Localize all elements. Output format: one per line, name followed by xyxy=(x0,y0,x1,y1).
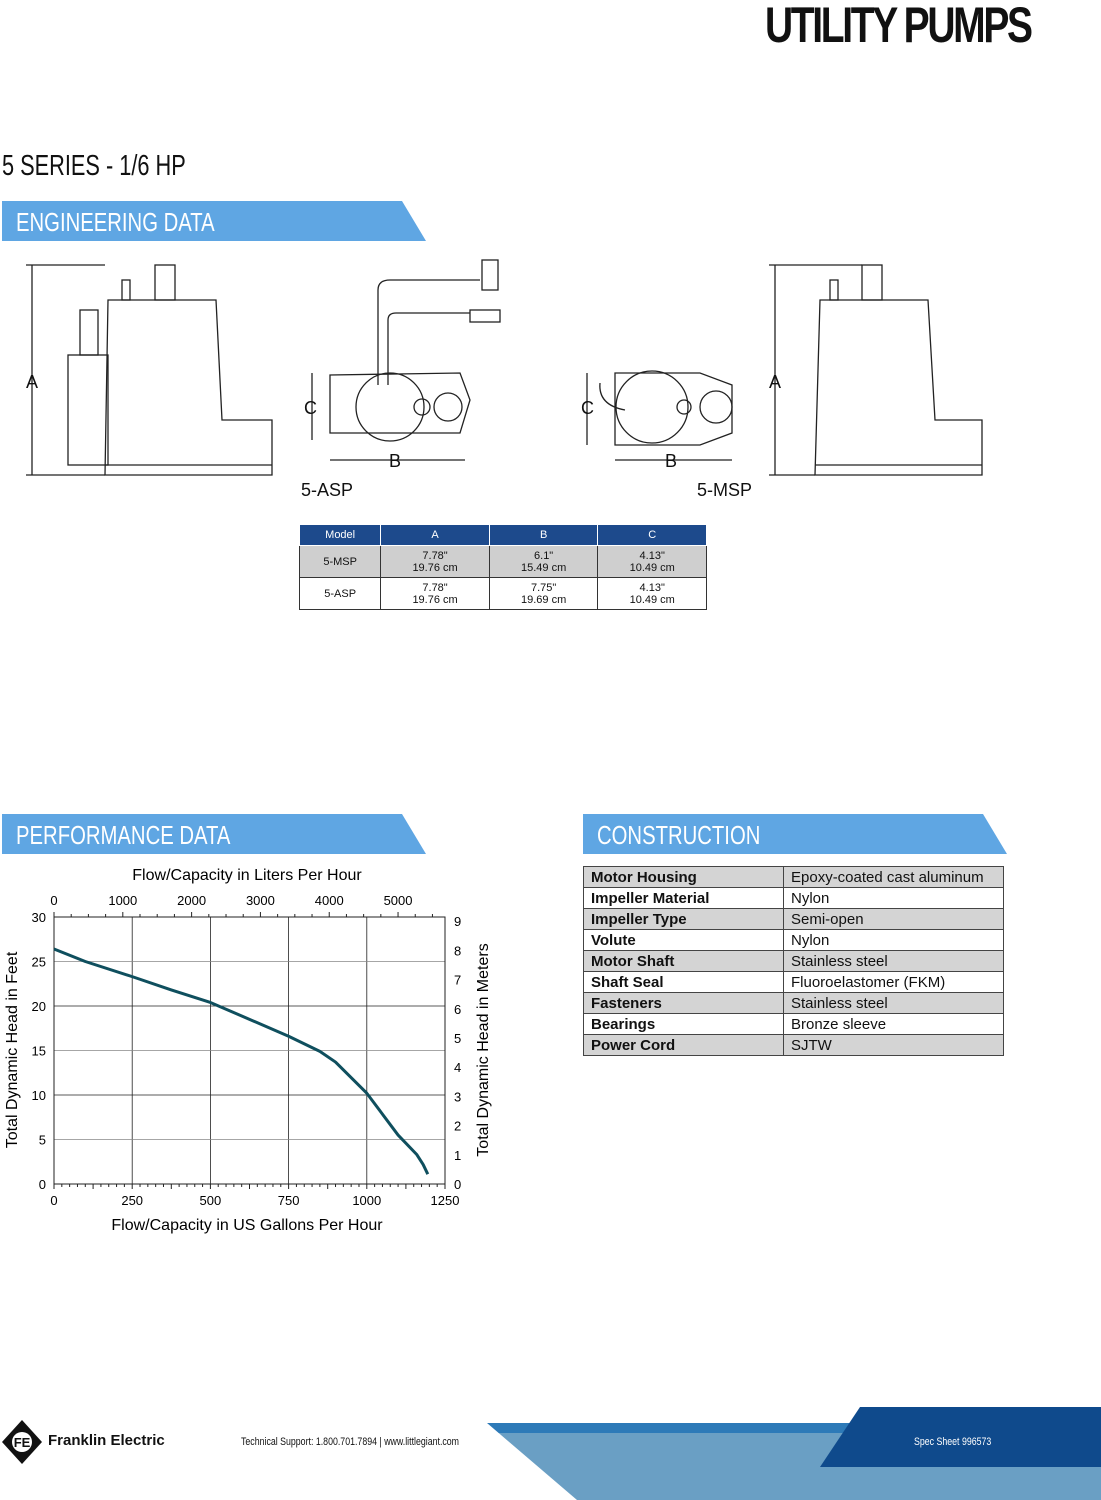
msp-side-view-drawing xyxy=(769,264,983,476)
y-tick-label: 30 xyxy=(32,910,46,925)
y-axis-title: Total Dynamic Head in Feet xyxy=(4,951,21,1148)
msp-top-view-drawing xyxy=(586,370,733,461)
property-label: Volute xyxy=(583,929,784,951)
x-tick-label: 1250 xyxy=(431,1193,460,1208)
x-tick-label: 0 xyxy=(50,1193,57,1208)
performance-curve xyxy=(53,947,430,1175)
performance-data-header: PERFORMANCE DATA xyxy=(2,814,426,854)
property-value: Fluoroelastomer (FKM) xyxy=(783,971,1004,993)
right-tick-label: 7 xyxy=(454,973,461,988)
top-tick-label: 2000 xyxy=(177,893,206,908)
property-value: Nylon xyxy=(783,929,1004,951)
y-tick-label: 15 xyxy=(32,1044,46,1059)
property-label: Bearings xyxy=(583,1013,784,1035)
construction-header: CONSTRUCTION xyxy=(583,814,1007,854)
dim-a-label: A xyxy=(26,372,39,392)
property-label: Shaft Seal xyxy=(583,971,784,993)
right-tick-label: 1 xyxy=(454,1148,461,1163)
right-tick-label: 5 xyxy=(454,1031,461,1046)
pump-drawings xyxy=(26,259,983,476)
property-value: Semi-open xyxy=(783,908,1004,930)
dim-b-label: B xyxy=(665,451,678,471)
property-value: SJTW xyxy=(783,1034,1004,1056)
x-tick-label: 1000 xyxy=(352,1193,381,1208)
property-value: Stainless steel xyxy=(783,992,1004,1014)
property-label: Motor Shaft xyxy=(583,950,784,972)
right-tick-label: 9 xyxy=(454,914,461,929)
property-value: Bronze sleeve xyxy=(783,1013,1004,1035)
label-5-msp: 5-MSP xyxy=(697,480,753,500)
right-tick-label: 0 xyxy=(454,1177,461,1192)
y-tick-label: 20 xyxy=(32,999,46,1014)
top-tick-label: 5000 xyxy=(384,893,413,908)
dim-c-label: C xyxy=(304,398,317,418)
property-label: Power Cord xyxy=(583,1034,784,1056)
y-axis-right-title: Total Dynamic Head in Meters xyxy=(475,943,492,1156)
top-tick-label: 4000 xyxy=(315,893,344,908)
right-tick-label: 3 xyxy=(454,1089,461,1104)
property-value: Nylon xyxy=(783,887,1004,909)
label-5-asp: 5-ASP xyxy=(301,480,354,500)
spec-sheet-number: Spec Sheet 996573 xyxy=(914,1436,992,1448)
plot-frame xyxy=(53,916,446,1185)
dim-a-label: A xyxy=(769,372,782,392)
property-value: Epoxy-coated cast aluminum xyxy=(783,866,1004,888)
series-title: 5 SERIES - 1/6 HP xyxy=(2,150,186,182)
y-tick-label: 5 xyxy=(39,1133,46,1148)
right-tick-label: 2 xyxy=(454,1119,461,1134)
brand-name: Franklin Electric xyxy=(48,1432,165,1449)
page-title: UTILITY PUMPS xyxy=(765,0,1033,53)
side-view-drawing xyxy=(26,264,273,476)
asp-top-view-drawing xyxy=(311,259,501,461)
x-tick-label: 750 xyxy=(278,1193,300,1208)
top-tick-label: 0 xyxy=(50,893,57,908)
y-tick-label: 0 xyxy=(39,1177,46,1192)
property-value: Stainless steel xyxy=(783,950,1004,972)
x-axis-title: Flow/Capacity in US Gallons Per Hour xyxy=(111,1217,383,1234)
top-axis-title: Flow/Capacity in Liters Per Hour xyxy=(132,867,362,884)
property-label: Motor Housing xyxy=(583,866,784,888)
engineering-data-header: ENGINEERING DATA xyxy=(2,201,426,241)
x-tick-label: 250 xyxy=(121,1193,143,1208)
property-label: Impeller Type xyxy=(583,908,784,930)
franklin-logo: FE xyxy=(0,1418,44,1464)
top-tick-label: 3000 xyxy=(246,893,275,908)
right-tick-label: 4 xyxy=(454,1060,461,1075)
dim-c-label: C xyxy=(581,398,594,418)
property-label: Impeller Material xyxy=(583,887,784,909)
property-label: Fasteners xyxy=(583,992,784,1014)
svg-text:FE: FE xyxy=(14,1435,31,1450)
y-tick-label: 25 xyxy=(32,955,46,970)
dim-b-label: B xyxy=(389,451,402,471)
spec-sheet-band xyxy=(820,1407,1101,1467)
support-info: Technical Support: 1.800.701.7894 | www.… xyxy=(241,1436,460,1448)
top-tick-label: 1000 xyxy=(108,893,137,908)
right-tick-label: 8 xyxy=(454,943,461,958)
y-tick-label: 10 xyxy=(32,1088,46,1103)
right-tick-label: 6 xyxy=(454,1002,461,1017)
x-tick-label: 500 xyxy=(200,1193,222,1208)
